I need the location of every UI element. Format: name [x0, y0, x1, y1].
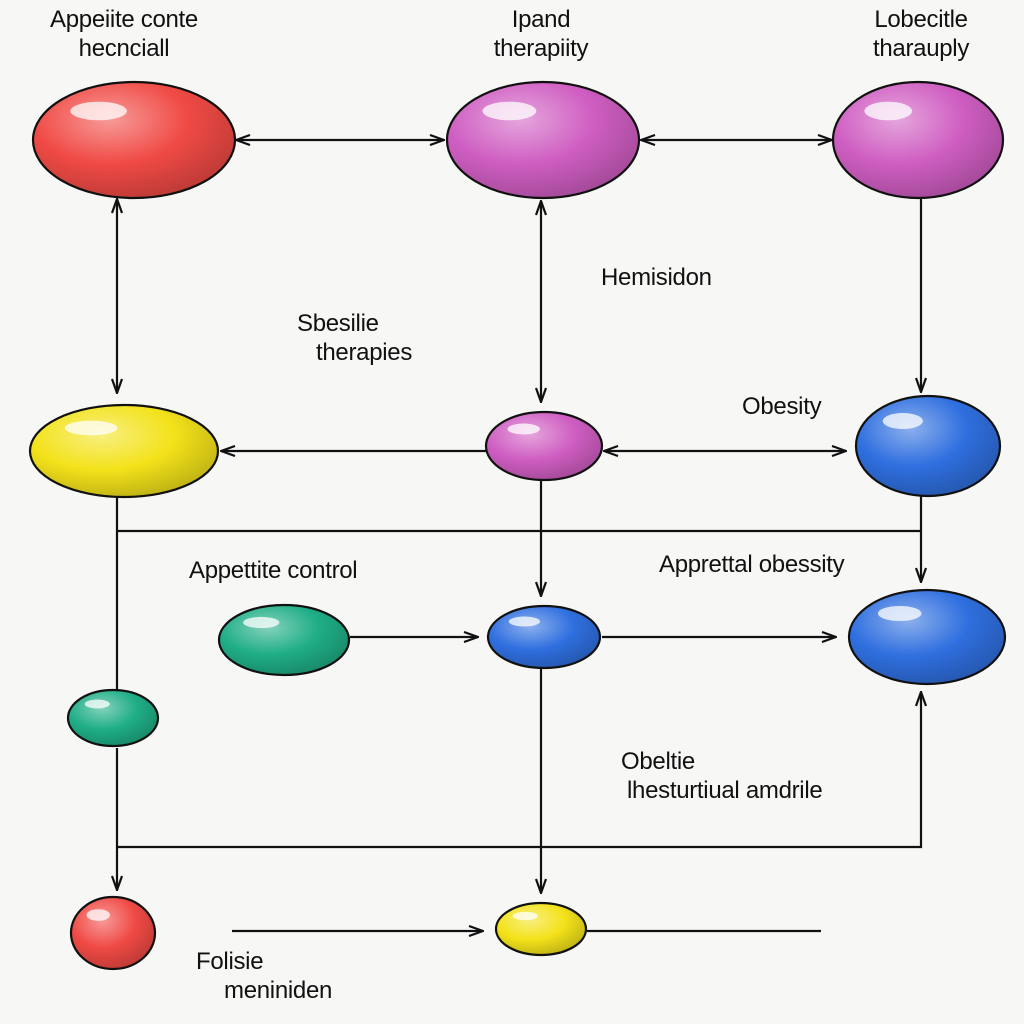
- label-hemisidon: Hemisidon: [601, 264, 712, 291]
- label-sbesilie: Sbesilie therapies: [297, 310, 413, 366]
- label-folisie: Folisie meniniden: [196, 948, 333, 1004]
- node-mid-center: [484, 410, 604, 482]
- node-mid-right: [854, 394, 1002, 498]
- node-top-mid: [445, 80, 641, 200]
- node-left-green: [66, 688, 160, 748]
- node-row3-green: [217, 603, 351, 677]
- label-apprettal-obesity: Apprettal obessity: [659, 551, 845, 578]
- label-obesity: Obesity: [742, 393, 822, 420]
- node-bottom-left: [69, 895, 157, 971]
- node-top-left: [31, 80, 237, 200]
- node-bottom-center: [494, 901, 588, 957]
- label-obeltie: Obeltie lhesturtiual amdrile: [621, 748, 823, 804]
- node-row3-center: [486, 604, 602, 670]
- node-row3-right: [847, 588, 1007, 686]
- node-mid-left: [28, 403, 220, 499]
- node-top-right: [831, 80, 1005, 200]
- arrow-bottom-loop-row3right: [117, 692, 921, 849]
- label-appetite-control: Appettite control: [189, 557, 358, 584]
